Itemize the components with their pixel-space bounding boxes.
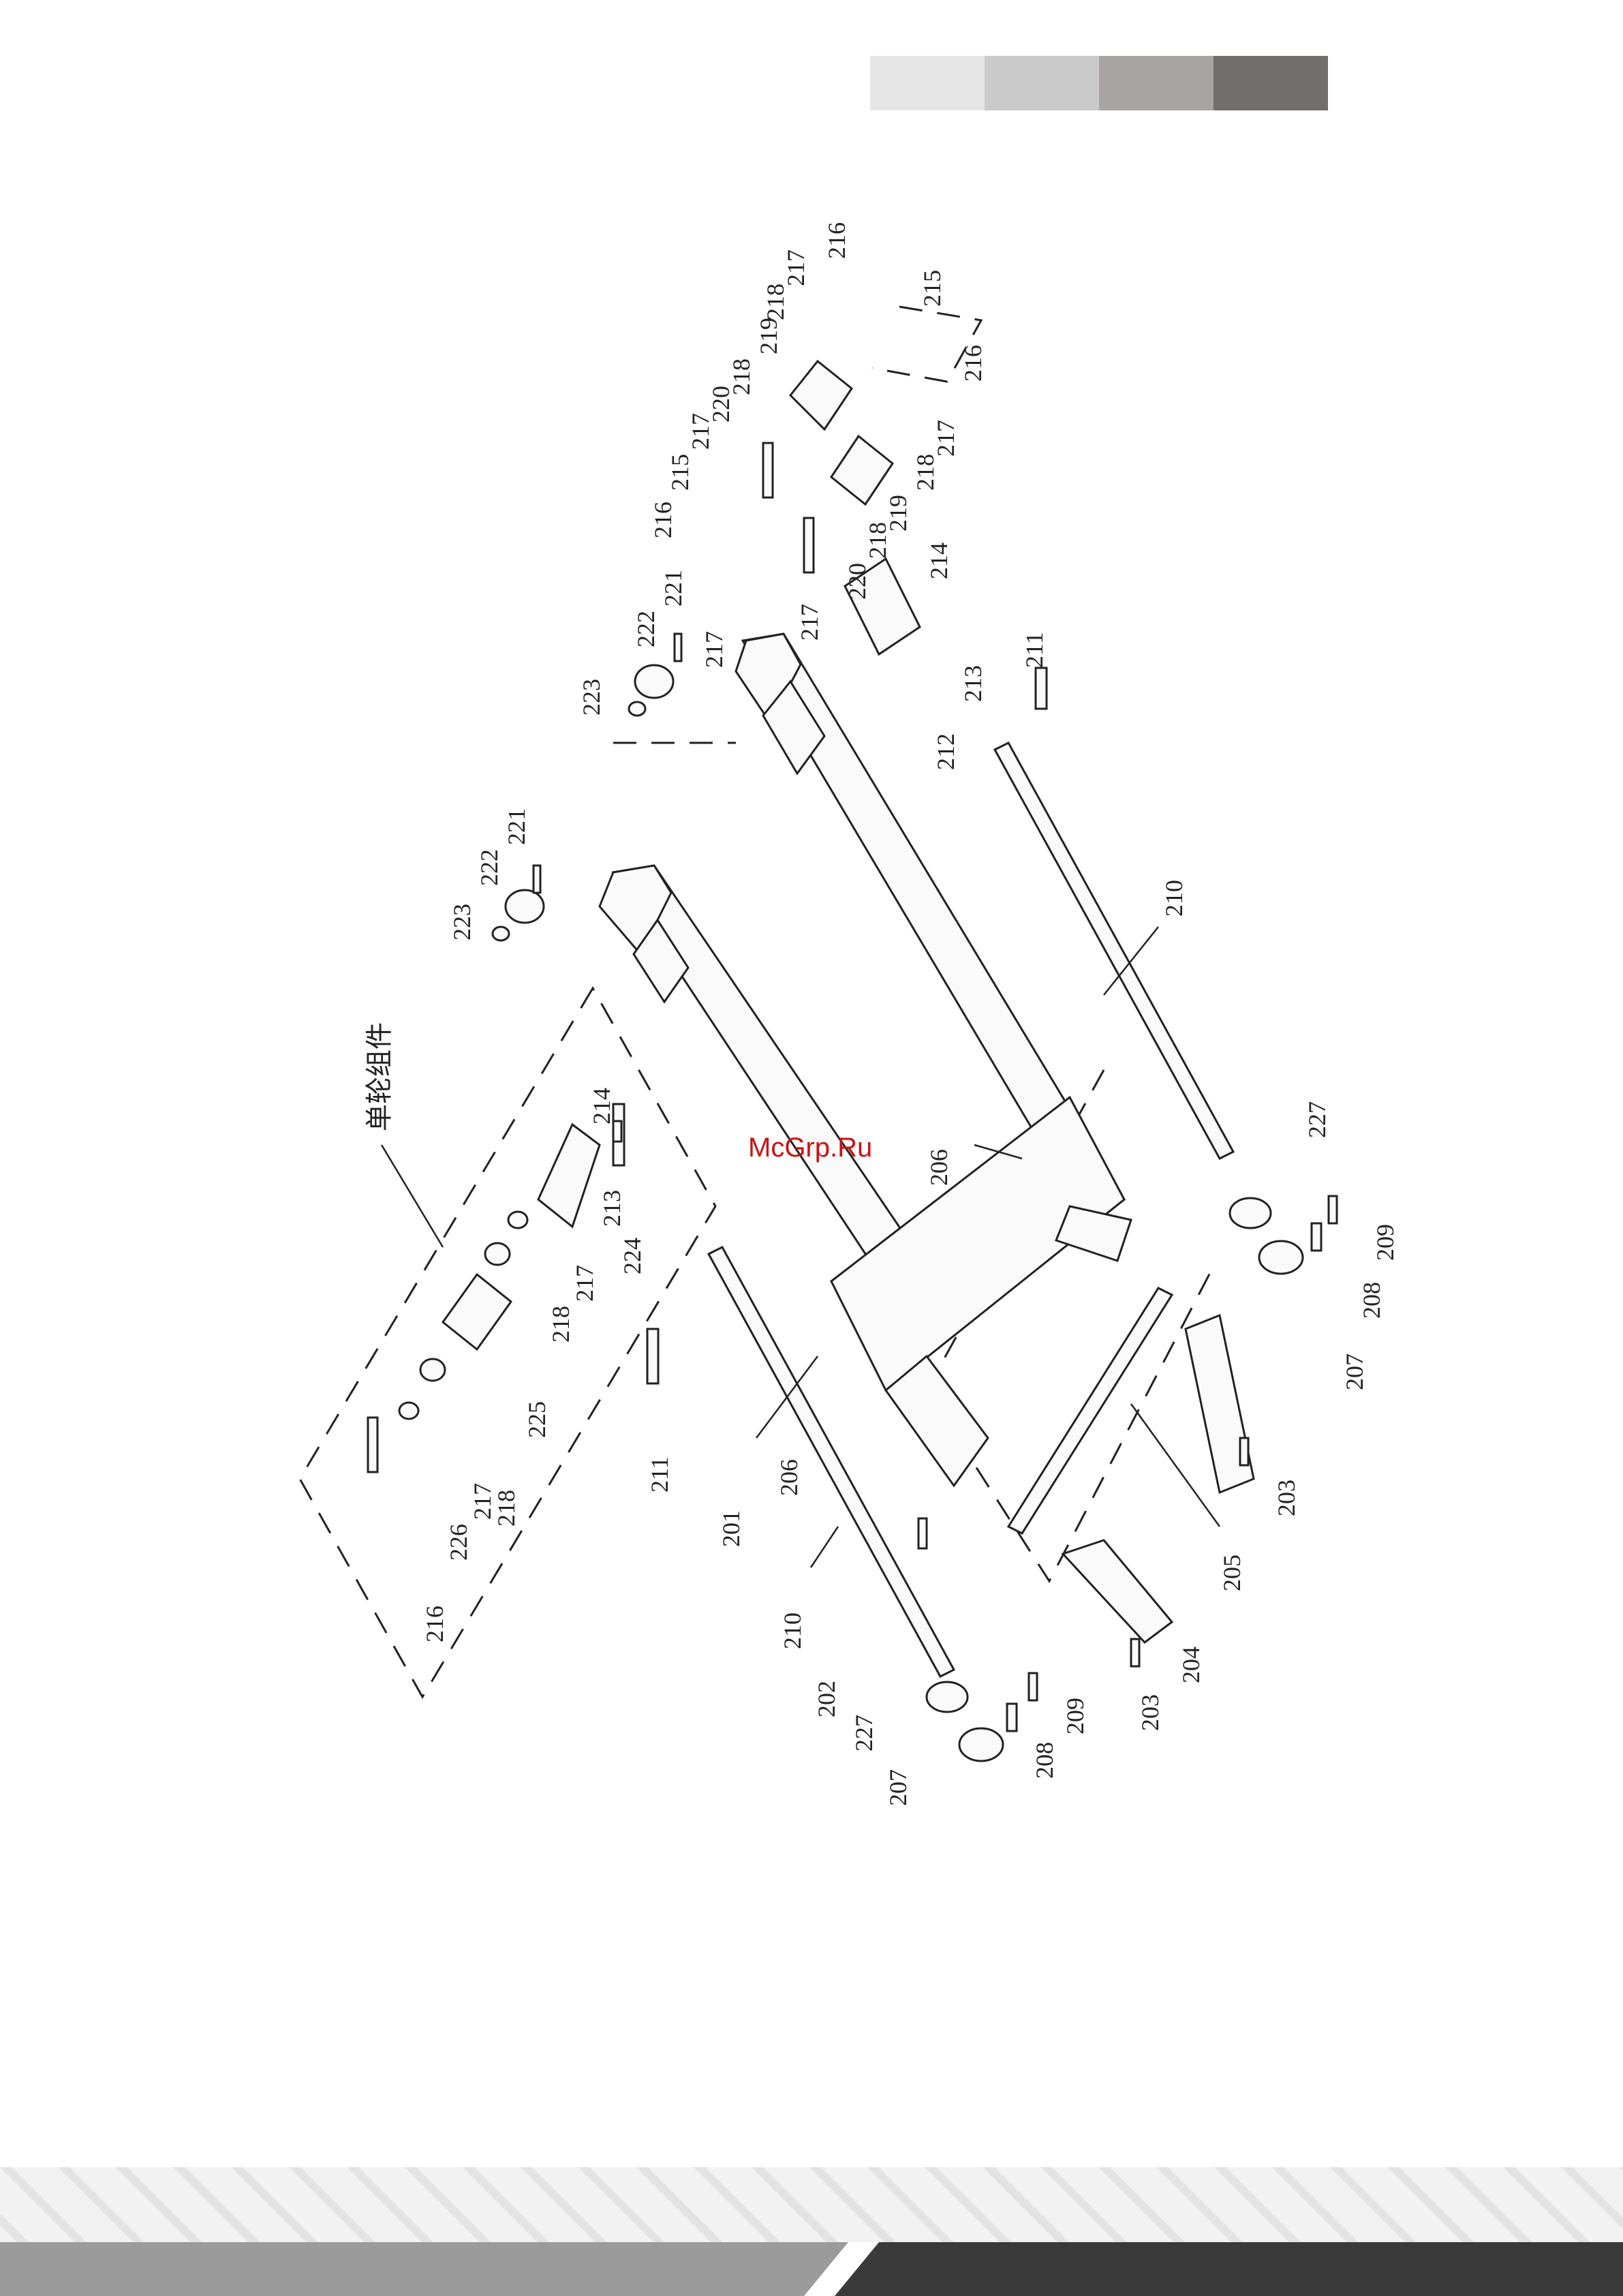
label-217-right: 217	[932, 420, 959, 457]
upper-wheel-222	[506, 890, 544, 923]
right-bolt-221	[675, 634, 681, 661]
label-220-lower: 220	[844, 563, 871, 600]
left-lever-204	[1063, 1540, 1172, 1642]
label-218-top: 218	[762, 284, 789, 320]
right-washer-223	[629, 702, 645, 716]
label-227-right: 227	[1303, 1101, 1331, 1138]
label-201: 201	[717, 1510, 745, 1547]
label-209-left: 209	[1062, 1698, 1089, 1734]
label-216-top: 216	[823, 222, 850, 259]
label-215-right: 215	[918, 270, 946, 307]
right-housing-207	[1259, 1241, 1303, 1274]
connecting-bar	[1008, 1288, 1172, 1533]
upper-bolt-221	[534, 866, 540, 893]
group-wheel-225	[443, 1274, 511, 1349]
leader-group-title	[382, 1145, 443, 1247]
label-204: 204	[1177, 1647, 1205, 1683]
label-214-right: 214	[925, 542, 953, 579]
right-pin-203	[1240, 1438, 1248, 1465]
label-218-group-lower: 218	[493, 1490, 520, 1527]
watermark-text: McGrp.Ru	[748, 1133, 872, 1163]
label-209-right: 209	[1372, 1224, 1399, 1261]
label-212: 212	[932, 733, 959, 770]
left-housing-207	[959, 1728, 1003, 1761]
right-rod-211	[1036, 668, 1047, 709]
label-223-top: 223	[578, 679, 605, 716]
group-washer-218-upper	[485, 1243, 510, 1265]
label-218-group: 218	[547, 1306, 574, 1343]
group-washer-217-upper	[508, 1212, 527, 1228]
label-207-left: 207	[884, 1769, 912, 1806]
label-223-mid: 223	[448, 904, 476, 940]
label-225: 225	[523, 1401, 551, 1438]
label-226: 226	[445, 1524, 472, 1561]
label-210-right: 210	[1160, 880, 1188, 917]
label-217-group-lower: 217	[469, 1483, 496, 1520]
label-224: 224	[619, 1238, 646, 1274]
label-213-right: 213	[959, 665, 987, 702]
label-217-upper: 217	[687, 413, 714, 450]
label-217-top: 217	[782, 249, 809, 286]
label-206-lower: 206	[775, 1459, 803, 1496]
label-217-lower: 217	[796, 604, 823, 641]
right-screw-209	[1329, 1196, 1337, 1223]
label-211-right: 211	[1021, 632, 1048, 668]
left-screw-209	[1029, 1673, 1037, 1700]
footer-hatch	[0, 2167, 1623, 2242]
left-pin-208	[1007, 1704, 1017, 1731]
group-pin-226	[368, 1418, 377, 1472]
label-213-left: 213	[598, 1190, 625, 1227]
label-217-bracket: 217	[700, 631, 728, 668]
label-222-top: 222	[632, 611, 660, 647]
label-203-left: 203	[1137, 1694, 1164, 1731]
label-218-lower: 218	[864, 522, 891, 559]
label-208-left: 208	[1031, 1742, 1058, 1779]
label-219-top: 219	[755, 318, 782, 354]
label-203-right: 203	[1273, 1480, 1300, 1516]
footer-band-light	[0, 2242, 848, 2296]
group-washer-217	[399, 1403, 418, 1419]
label-211-left: 211	[646, 1456, 673, 1493]
footer-band-dark	[835, 2242, 1623, 2296]
label-217-group: 217	[571, 1265, 598, 1302]
label-221-top: 221	[660, 570, 687, 607]
label-221-mid: 221	[503, 808, 530, 845]
label-222-mid: 222	[476, 849, 503, 886]
label-214-left: 214	[588, 1088, 615, 1124]
right-bushing-227	[1230, 1198, 1271, 1228]
footer-band	[0, 2167, 1623, 2296]
left-pin-203	[1131, 1639, 1139, 1666]
axle-220-lower	[804, 518, 814, 572]
upper-washer-223	[493, 927, 509, 940]
group-washer-218	[420, 1359, 445, 1381]
label-227-left: 227	[850, 1715, 878, 1751]
roller-219-lower	[831, 436, 893, 504]
label-216-upper: 216	[649, 502, 677, 538]
axle-220-upper	[763, 443, 773, 498]
wheel-assembly-title: 单轮组件	[364, 1022, 395, 1131]
label-216-right: 216	[959, 345, 987, 382]
label-206-upper: 206	[925, 1149, 953, 1186]
group-bracket-224	[538, 1124, 600, 1227]
frame-side	[1056, 1206, 1131, 1261]
left-pin-202	[918, 1518, 927, 1548]
left-rod-211	[647, 1329, 658, 1383]
part-labels: 2162172182192182202172152162152162172182…	[421, 222, 1399, 1806]
label-205: 205	[1218, 1555, 1246, 1591]
right-pin-208	[1312, 1223, 1321, 1251]
leader-210-left	[811, 1527, 838, 1567]
right-wheel-222	[635, 665, 673, 698]
label-207-right: 207	[1341, 1353, 1368, 1390]
label-210-left: 210	[779, 1612, 806, 1649]
left-bushing-227	[927, 1682, 968, 1712]
label-216-group: 216	[421, 1606, 448, 1642]
label-218-right: 218	[912, 454, 939, 491]
label-215-upper: 215	[666, 454, 694, 491]
label-202: 202	[813, 1681, 840, 1717]
roller-219-upper	[790, 361, 852, 429]
label-208-right: 208	[1358, 1282, 1385, 1319]
